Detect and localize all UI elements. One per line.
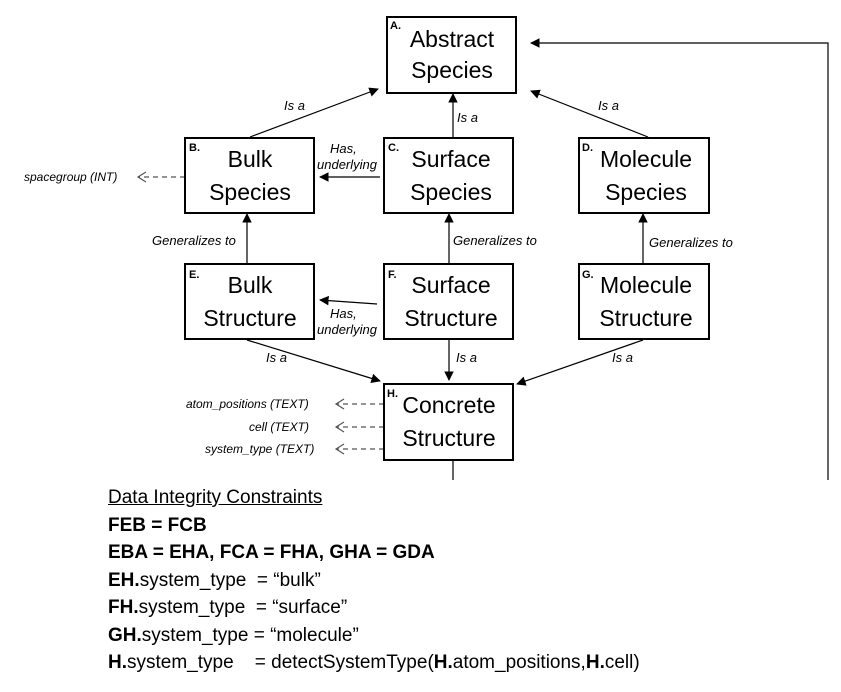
label-is-a-f-h: Is a: [456, 350, 477, 365]
node-e-bulk-structure: E. Bulk Structure: [184, 263, 315, 340]
constraint-1: FEB = FCB: [108, 514, 207, 536]
label-is-a-d-a: Is a: [598, 98, 619, 113]
node-b-line2: Species: [209, 179, 291, 205]
node-a-abstract-species: A. Abstract Species: [386, 16, 517, 94]
constraint-3-prefix: EH.: [108, 569, 140, 591]
constraints-section: Data Integrity Constraints FEB = FCB EBA…: [108, 484, 640, 677]
ontology-diagram: A. Abstract Species B. Bulk Species C. S…: [24, 16, 829, 480]
node-a-line1: Abstract: [410, 26, 495, 52]
node-d-letter: D.: [582, 142, 593, 154]
attr-arrowhead-spacegroup: [136, 171, 147, 183]
label-is-a-c-a: Is a: [457, 110, 478, 125]
node-c-surface-species: C. Surface Species: [383, 137, 514, 214]
node-h-letter: H.: [387, 388, 398, 400]
node-e-line1: Bulk: [228, 272, 273, 298]
constraint-4: FH.system_type = “surface”: [108, 594, 640, 622]
label-generalizes-f-c: Generalizes to: [453, 233, 537, 248]
edge-d-to-a: [530, 89, 649, 138]
constraint-3: EH.system_type = “bulk”: [108, 567, 640, 595]
node-c-line2: Species: [410, 179, 492, 205]
constraint-2: EBA = EHA, FCA = FHA, GHA = GDA: [108, 542, 435, 563]
attr-cell: cell (TEXT): [249, 420, 309, 434]
label-has-f-e-1: Has,: [330, 306, 357, 321]
node-e-line2: Structure: [203, 305, 296, 331]
label-generalizes-h-a: Generalizes to: [537, 479, 621, 480]
node-f-line2: Structure: [404, 305, 497, 331]
constraints-title: Data Integrity Constraints: [108, 487, 323, 508]
node-g-molecule-structure: G. Molecule Structure: [578, 263, 710, 340]
label-is-a-b-a: Is a: [284, 98, 305, 113]
label-has-f-e-2: underlying: [317, 322, 378, 337]
node-f-surface-structure: F. Surface Structure: [383, 263, 514, 340]
attr-arrowhead-cell: [334, 421, 345, 433]
node-f-letter: F.: [388, 269, 397, 281]
node-b-line1: Bulk: [228, 146, 273, 172]
node-c-line1: Surface: [411, 146, 490, 172]
node-h-line2: Structure: [402, 425, 495, 451]
node-d-line1: Molecule: [600, 146, 692, 172]
constraint-4-prefix: FH.: [108, 597, 139, 618]
attr-system-type: system_type (TEXT): [205, 442, 314, 456]
attr-atom-positions: atom_positions (TEXT): [186, 397, 309, 411]
constraint-5-prefix: GH.: [108, 624, 142, 646]
node-c-letter: C.: [388, 142, 399, 154]
label-generalizes-g-d: Generalizes to: [649, 235, 733, 250]
edge-b-to-a: [249, 87, 379, 138]
node-d-molecule-species: D. Molecule Species: [578, 137, 710, 214]
constraint-6-text-3: cell): [604, 652, 640, 673]
node-d-line2: Species: [605, 179, 687, 205]
node-g-line2: Structure: [599, 305, 692, 331]
constraint-3-text: system_type = “bulk”: [139, 569, 321, 591]
constraint-5-text: system_type = “molecule”: [141, 624, 359, 646]
label-generalizes-e-b: Generalizes to: [152, 233, 236, 248]
constraint-6-prefix-2: H.: [433, 652, 453, 673]
label-is-a-e-h: Is a: [266, 350, 287, 365]
node-a-letter: A.: [390, 20, 401, 32]
constraint-6-prefix: H.: [108, 652, 127, 673]
constraint-6-text-2: atom_positions,: [452, 652, 586, 673]
attr-arrowhead-atom-positions: [334, 398, 345, 410]
node-g-line1: Molecule: [600, 272, 692, 298]
node-e-letter: E.: [189, 269, 199, 281]
attr-arrowhead-system-type: [334, 443, 345, 455]
node-f-line1: Surface: [411, 272, 490, 298]
node-h-concrete-structure: H. Concrete Structure: [383, 383, 514, 461]
constraint-4-text: system_type = “surface”: [138, 597, 348, 618]
node-b-bulk-species: B. Bulk Species: [184, 137, 315, 214]
edge-h-to-a: [452, 38, 829, 480]
node-b-letter: B.: [189, 142, 200, 154]
label-has-c-b-1: Has,: [330, 141, 357, 156]
constraint-6: H.system_type = detectSystemType(H.atom_…: [108, 649, 640, 677]
edge-e-to-h: [246, 339, 381, 384]
node-g-letter: G.: [582, 269, 594, 281]
label-is-a-g-h: Is a: [612, 350, 633, 365]
constraint-5: GH.system_type = “molecule”: [108, 622, 640, 650]
constraint-6-text: system_type = detectSystemType(: [127, 652, 434, 673]
node-h-line1: Concrete: [402, 392, 495, 418]
edge-g-to-h: [516, 339, 644, 386]
constraint-6-prefix-3: H.: [585, 652, 605, 673]
node-a-line2: Species: [411, 57, 493, 83]
label-has-c-b-2: underlying: [317, 157, 378, 172]
attr-spacegroup: spacegroup (INT): [24, 170, 117, 184]
edge-f-to-e: [319, 295, 378, 306]
